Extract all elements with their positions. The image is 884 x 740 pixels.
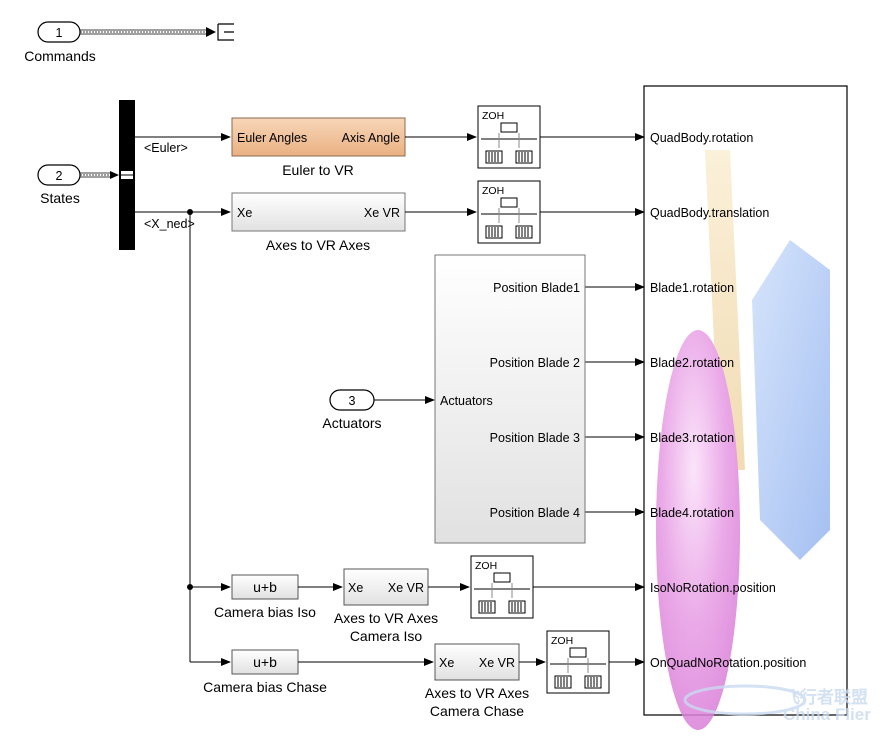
zoh-label: ZOH [482, 185, 504, 197]
zoh-label: ZOH [482, 110, 504, 122]
commands-inport-number: 1 [56, 26, 63, 40]
bus-selector-block[interactable] [119, 100, 135, 250]
axes-to-vr-iso-input-port: Xe [348, 581, 363, 595]
vr-port-onquadnorotation-position: OnQuadNoRotation.position [650, 656, 806, 670]
axes-to-vr-label: Axes to VR Axes [266, 237, 370, 253]
axes-to-vr-chase-block[interactable]: Xe Xe VR [434, 643, 520, 681]
watermark-subtext: China Flier [783, 705, 871, 724]
states-inport-label: States [40, 190, 80, 206]
zoh-block[interactable]: ZOH [477, 105, 541, 169]
axes-to-vr-chase-label-line1: Axes to VR Axes [425, 685, 529, 701]
position-blade3-port: Position Blade 3 [490, 431, 580, 445]
euler-to-vr-output-port: Axis Angle [342, 131, 400, 145]
zoh-block[interactable]: ZOH [470, 555, 534, 619]
camera-bias-iso-label: Camera bias Iso [214, 604, 316, 620]
xned-signal-label: <X_ned> [144, 217, 195, 231]
commands-inport[interactable]: 1 [37, 21, 81, 43]
vr-port-quadbody-translation: QuadBody.translation [650, 206, 769, 220]
camera-bias-iso-block[interactable]: u+b [231, 574, 299, 600]
camera-bias-iso-text: u+b [253, 579, 277, 595]
actuators-inport-label: Actuators [322, 415, 381, 431]
euler-to-vr-label: Euler to VR [282, 162, 354, 178]
axes-to-vr-input-port: Xe [237, 206, 252, 220]
states-inport-number: 2 [56, 169, 63, 183]
camera-bias-chase-label: Camera bias Chase [203, 679, 327, 695]
position-blade4-port: Position Blade 4 [490, 506, 580, 520]
vr-port-quadbody-rotation: QuadBody.rotation [650, 131, 753, 145]
xned-branch-wires [187, 209, 231, 666]
vr-port-blade1-rotation: Blade1.rotation [650, 281, 734, 295]
vr-sink-ports: QuadBody.rotation QuadBody.translation B… [650, 131, 806, 670]
vr-input-wires [533, 133, 645, 666]
axes-to-vr-iso-label-line2: Camera Iso [350, 628, 423, 644]
states-bus-wire [80, 171, 119, 179]
vr-sink-block[interactable] [643, 85, 848, 730]
axes-to-vr-chase-label-line2: Camera Chase [430, 703, 524, 719]
euler-signal-label: <Euler> [144, 141, 188, 155]
axes-to-vr-chase-output-port: Xe VR [479, 656, 515, 670]
vr-preview-image [656, 150, 830, 730]
camera-bias-chase-block[interactable]: u+b [231, 649, 299, 675]
position-blade1-port: Position Blade1 [493, 281, 580, 295]
zoh-label: ZOH [551, 635, 573, 647]
vr-port-blade3-rotation: Blade3.rotation [650, 431, 734, 445]
zoh-label: ZOH [475, 560, 497, 572]
axes-to-vr-chase-input-port: Xe [439, 656, 454, 670]
zoh-block[interactable]: ZOH [477, 180, 541, 244]
terminator-block[interactable] [217, 23, 234, 41]
actuators-inport-number: 3 [349, 394, 356, 408]
vr-port-blade4-rotation: Blade4.rotation [650, 506, 734, 520]
actuators-inport[interactable]: 3 [329, 389, 375, 411]
euler-to-vr-block[interactable]: Euler Angles Axis Angle [231, 117, 406, 157]
axes-to-vr-iso-block[interactable]: Xe Xe VR [343, 568, 429, 606]
euler-to-vr-input-port: Euler Angles [237, 131, 307, 145]
watermark-text: 飞行者联盟 [783, 687, 868, 707]
vr-port-isonorotation-position: IsoNoRotation.position [650, 581, 776, 595]
states-inport[interactable]: 2 [37, 164, 81, 186]
axes-to-vr-output-port: Xe VR [364, 206, 400, 220]
position-blade2-port: Position Blade 2 [490, 356, 580, 370]
vr-port-blade2-rotation: Blade2.rotation [650, 356, 734, 370]
axes-to-vr-block[interactable]: Xe Xe VR [231, 192, 406, 232]
camera-bias-chase-text: u+b [253, 654, 277, 670]
axes-to-vr-iso-label-line1: Axes to VR Axes [334, 610, 438, 626]
actuator-subsystem-input-port: Actuators [440, 394, 493, 408]
commands-bus-wire [80, 27, 216, 37]
watermark-logo: 飞行者联盟 China Flier [683, 684, 871, 724]
actuator-subsystem-block[interactable]: Actuators Position Blade1 Position Blade… [434, 254, 586, 544]
zoh-block[interactable]: ZOH [546, 630, 610, 694]
axes-to-vr-iso-output-port: Xe VR [388, 581, 424, 595]
commands-inport-label: Commands [24, 48, 96, 64]
